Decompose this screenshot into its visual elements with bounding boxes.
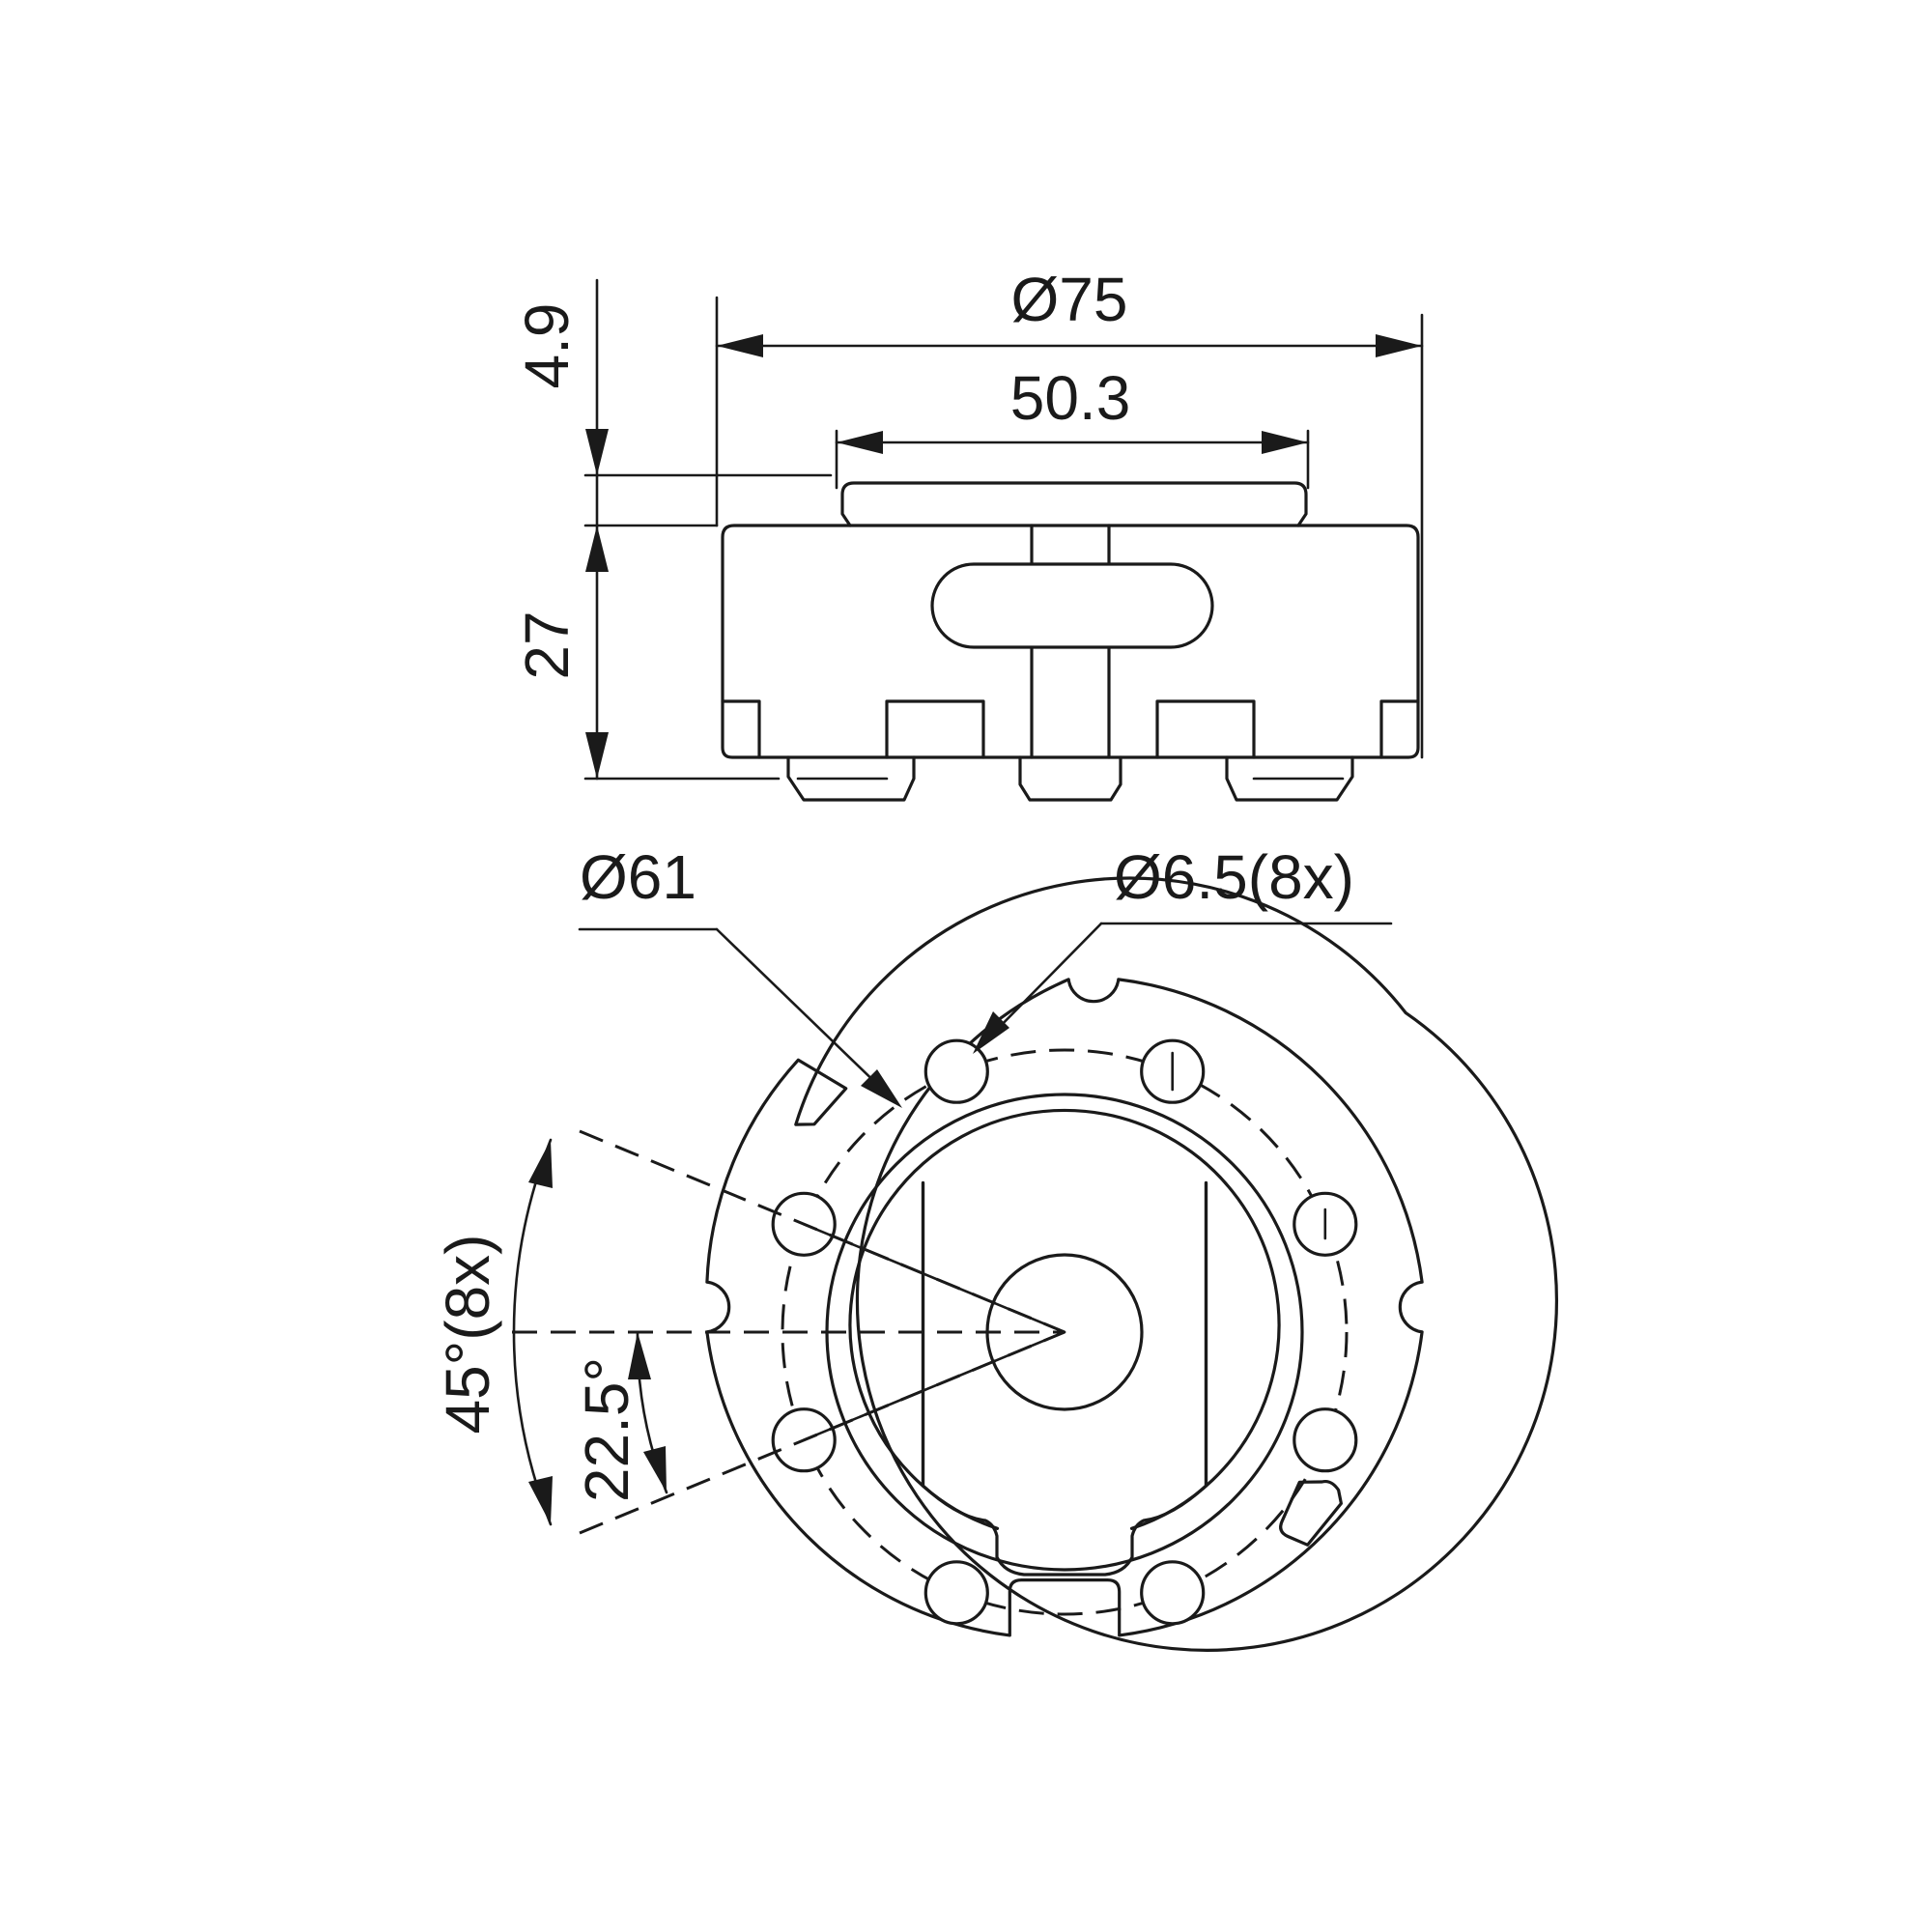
arrowhead <box>585 429 609 475</box>
side-view: Ø75 50.3 4.9 27 <box>512 265 1424 802</box>
top-plate-outline <box>840 481 1308 527</box>
arrowhead <box>643 1446 667 1492</box>
hole-line-upper <box>802 1223 1066 1334</box>
leader-hole <box>987 922 1103 1039</box>
arrowhead <box>1376 334 1422 357</box>
arrowhead <box>1262 431 1308 454</box>
inner-cutout <box>921 1180 1208 1577</box>
dim-outer-diameter: Ø75 <box>1011 265 1128 334</box>
dim-bolt-circle: Ø61 <box>580 842 696 912</box>
dim-hole-size: Ø6.5(8x) <box>1114 842 1354 912</box>
bolt-hole <box>923 1038 989 1104</box>
bolt-hole <box>1293 1407 1358 1473</box>
bottom-notch-left <box>721 699 761 759</box>
bolt-circle <box>781 1048 1349 1616</box>
bottom-notch-right <box>1379 699 1420 759</box>
foot-center <box>1018 755 1122 802</box>
bolt-hole <box>1140 1560 1206 1626</box>
dim-hole-offset-angle: 22.5° <box>572 1357 641 1502</box>
arrowhead <box>973 1011 1009 1054</box>
dim-top-width: 50.3 <box>1010 363 1131 433</box>
inner-ring-inner <box>848 1108 1281 1530</box>
arrowhead <box>861 1069 902 1108</box>
dim-hole-spacing-angle: 45°(8x) <box>433 1235 502 1435</box>
bolt-hole <box>923 1560 989 1626</box>
ring-pocket-bottom-right <box>1279 1480 1343 1547</box>
arrowhead <box>837 431 883 454</box>
bottom-notch-center-right <box>1155 699 1256 759</box>
foot-left <box>786 755 916 802</box>
slot <box>930 562 1214 649</box>
arrowhead <box>585 732 609 779</box>
dim-body-height: 27 <box>512 611 582 679</box>
hole-line-lower <box>802 1330 1066 1441</box>
arrowhead <box>628 1332 651 1379</box>
dim-arc-hole-spacing <box>512 1138 553 1526</box>
outer-ring <box>705 876 1559 1652</box>
arrowhead <box>528 1476 553 1524</box>
top-view: 45°(8x) 22.5° Ø61 Ø6.5(8x) <box>433 842 1559 1652</box>
bottom-notch-center-left <box>885 699 985 759</box>
leader-bolt-circle <box>715 927 889 1095</box>
arrowhead <box>717 334 763 357</box>
foot-right <box>1225 755 1354 802</box>
arrowhead <box>528 1140 553 1188</box>
dim-top-height: 4.9 <box>512 303 582 389</box>
body-outline <box>721 524 1420 759</box>
